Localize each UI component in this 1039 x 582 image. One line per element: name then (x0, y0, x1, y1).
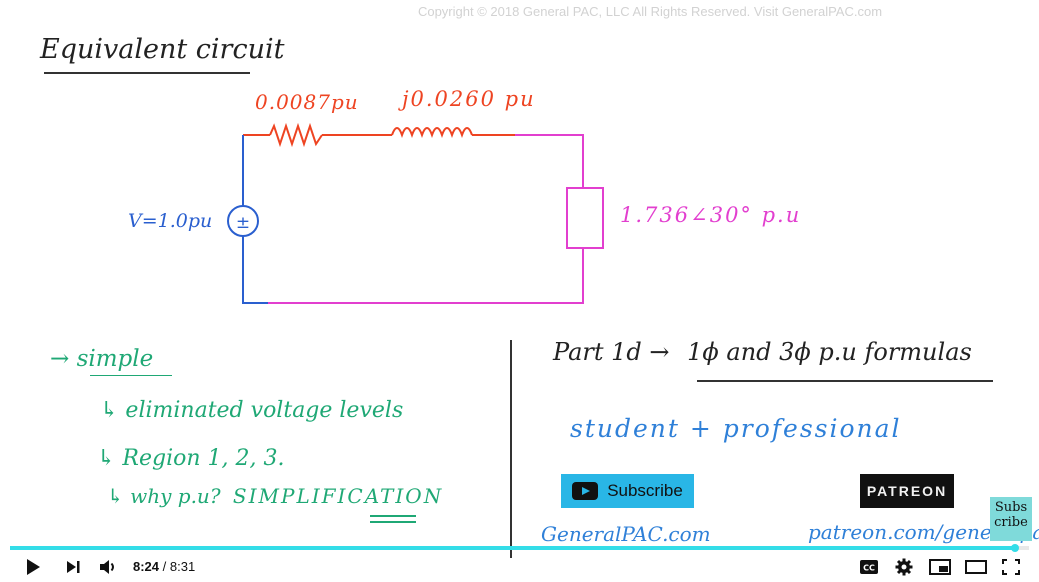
source-voltage-label: V=1.0pu (128, 210, 213, 232)
note-bullet-3: ↳ why p.u? SIMPLIFICATION (107, 484, 443, 508)
part-prefix: Part 1d → (553, 338, 670, 366)
volume-icon[interactable] (96, 556, 120, 578)
part-topic: 1ϕ and 3ϕ p.u formulas (687, 338, 972, 366)
vertical-divider (510, 340, 512, 558)
emphasis-underline-1 (370, 515, 416, 517)
board-title: Equivalent circuit (40, 34, 285, 65)
subscribe-card-line-1: Subs (994, 500, 1028, 515)
website-link[interactable]: GeneralPAC.com (541, 522, 711, 546)
voltage-source (227, 205, 259, 237)
reactance-label: j0.0260 pu (402, 87, 536, 111)
progress-bar[interactable] (10, 544, 1029, 552)
load-impedance-label: 1.736∠30° p.u (620, 203, 802, 227)
current-time: 8:24 (133, 559, 160, 574)
player-controls: 8:24 / 8:31 CC (0, 552, 1039, 582)
time-display: 8:24 / 8:31 (133, 559, 195, 574)
subscribe-card[interactable]: Subs cribe (990, 497, 1032, 541)
miniplayer-icon[interactable] (928, 556, 952, 578)
copyright-notice: Copyright © 2018 General PAC, LLC All Ri… (417, 4, 883, 19)
bullet-3-prefix: ↳ why p.u? (107, 484, 221, 508)
captions-icon[interactable]: CC (858, 556, 880, 578)
subscribe-button[interactable]: Subscribe (561, 474, 694, 508)
part-underline (697, 380, 993, 382)
svg-text:CC: CC (863, 564, 875, 573)
note-bullet-2: ↳ Region 1, 2, 3. (97, 446, 285, 471)
source-symbol: ± (236, 213, 250, 233)
theater-icon[interactable] (964, 556, 988, 578)
settings-icon[interactable] (893, 556, 915, 578)
top-right-wire (515, 134, 584, 188)
bottom-wire (268, 248, 584, 304)
load-impedance (566, 187, 604, 249)
resistance-label: 0.0087pu (255, 90, 359, 114)
part-heading: Part 1d → 1ϕ and 3ϕ p.u formulas (553, 338, 972, 366)
circuit-diagram: ± (227, 122, 604, 304)
next-icon[interactable] (62, 556, 84, 578)
title-underline (44, 72, 250, 74)
patreon-badge[interactable]: PATREON (860, 474, 954, 508)
inductor-symbol (391, 127, 473, 138)
note-bullet-1: ↳ eliminated voltage levels (100, 398, 404, 423)
progress-scrubber[interactable] (1010, 544, 1019, 552)
time-separator: / (162, 559, 170, 574)
progress-fill (10, 546, 1015, 550)
bullet-3-emphasis: SIMPLIFICATION (232, 484, 444, 508)
audience-text: student + professional (570, 414, 902, 443)
play-icon[interactable] (22, 556, 44, 578)
source-wire-bottom (242, 236, 268, 304)
subscribe-label: Subscribe (607, 481, 683, 500)
fullscreen-icon[interactable] (1000, 556, 1022, 578)
note-simple: → simple (50, 346, 154, 372)
duration: 8:31 (169, 559, 196, 574)
subscribe-card-line-2: cribe (994, 515, 1028, 530)
resistor-symbol (269, 122, 323, 148)
emphasis-underline-2 (370, 521, 416, 523)
youtube-play-icon (572, 482, 599, 500)
simple-underline (90, 375, 172, 376)
